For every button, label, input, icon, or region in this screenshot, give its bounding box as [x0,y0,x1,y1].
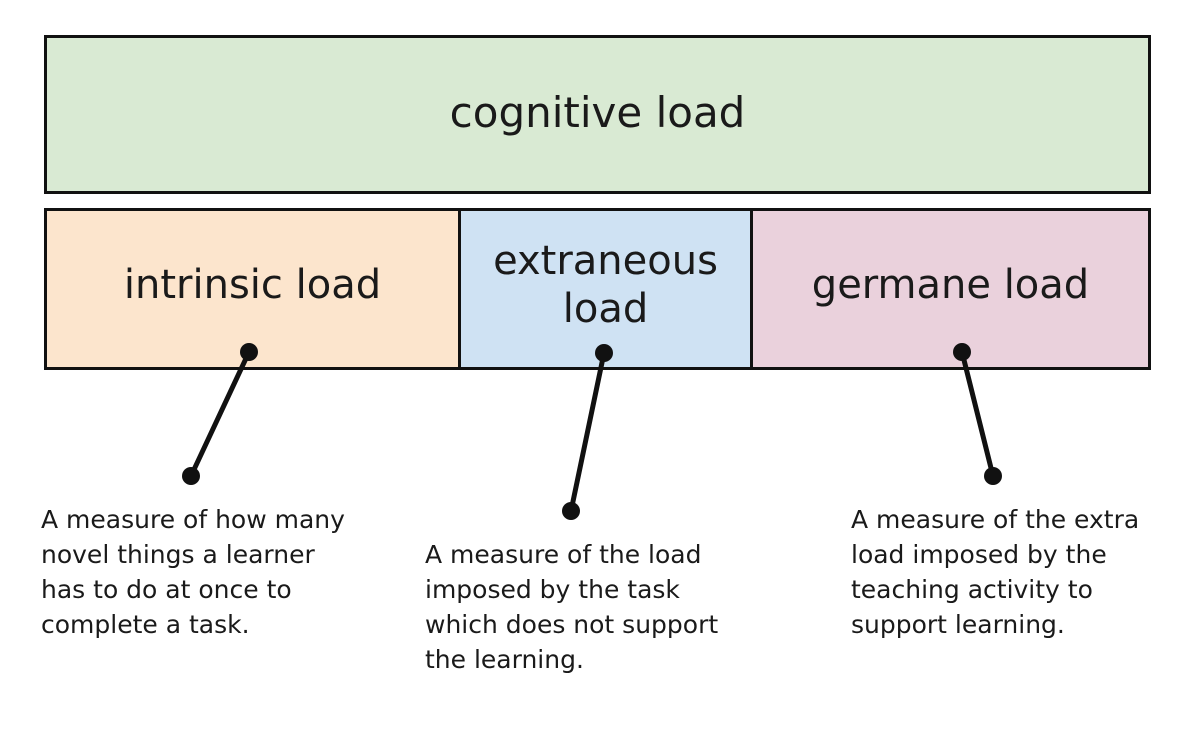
germane-load-label: germane load [811,262,1090,308]
extraneous-connector-line [568,350,607,514]
load-types-row: intrinsic load extraneous load germane l… [44,208,1151,370]
extraneous-load-box: extraneous load [461,211,753,367]
cognitive-load-box: cognitive load [44,35,1151,194]
extraneous-connector-bottom-dot [562,502,580,520]
intrinsic-load-description: A measure of how many novel things a lea… [41,505,345,639]
germane-connector-bottom-dot [984,467,1002,485]
extraneous-load-description: A measure of the load imposed by the tas… [425,540,719,674]
extraneous-load-label: extraneous load [493,238,718,332]
germane-load-box: germane load [753,211,1148,367]
intrinsic-load-label: intrinsic load [123,262,382,308]
intrinsic-connector-bottom-dot [182,467,200,485]
germane-load-description: A measure of the extra load imposed by t… [851,505,1140,639]
intrinsic-load-box: intrinsic load [47,211,461,367]
cognitive-load-label: cognitive load [449,88,746,137]
germane-connector-line [959,349,996,479]
intrinsic-connector-line [188,349,252,479]
